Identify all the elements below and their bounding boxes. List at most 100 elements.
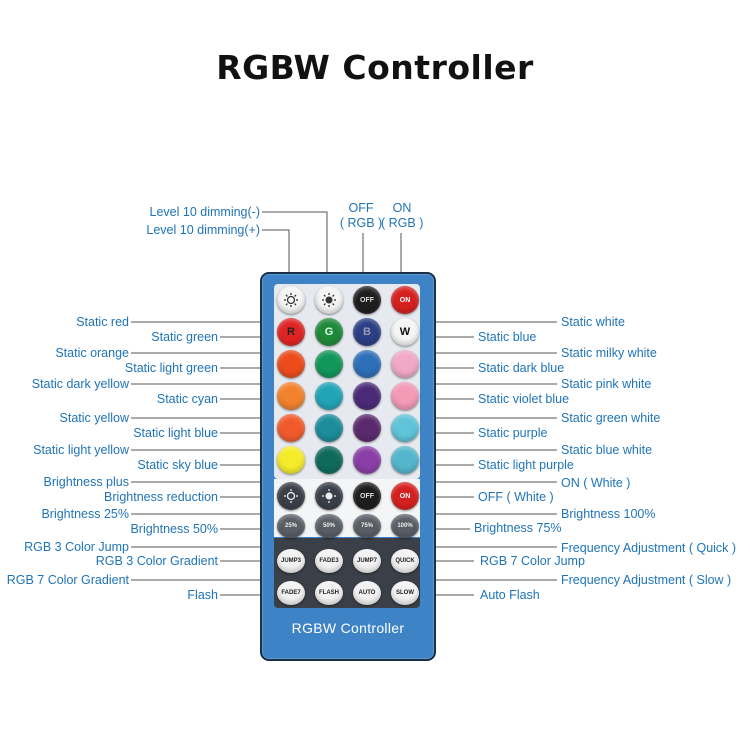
static-sky-blue-button[interactable]	[315, 446, 343, 474]
label-freq-quick: Frequency Adjustment ( Quick )	[561, 541, 737, 555]
static-light-yellow-button[interactable]	[277, 446, 305, 474]
static-red-button[interactable]: R	[277, 318, 305, 346]
label-rgb3-gradient: RGB 3 Color Gradient	[95, 554, 218, 568]
brightness-100-button-label: 100%	[397, 523, 413, 529]
brightness-50-button-label: 50%	[322, 523, 335, 529]
static-orange-button[interactable]	[277, 350, 305, 378]
jump7-button-label: JUMP7	[356, 558, 377, 564]
label-static-violet-blue: Static violet blue	[478, 392, 570, 406]
on-rgb-button[interactable]: ON	[391, 286, 419, 314]
off-rgb-button[interactable]: OFF	[353, 286, 381, 314]
static-light-green-button[interactable]	[315, 350, 343, 378]
static-green-button-label: G	[324, 326, 334, 338]
static-green-white-button[interactable]	[391, 414, 419, 442]
auto-button-label: AUTO	[358, 590, 376, 596]
jump7-button[interactable]: JUMP7	[353, 549, 381, 573]
label-static-blue-white: Static blue white	[561, 443, 653, 457]
brightness-reduction-button[interactable]	[315, 482, 343, 510]
brightness-plus-button[interactable]	[277, 482, 305, 510]
sun-plus-icon	[284, 489, 298, 503]
jump3-button[interactable]: JUMP3	[277, 549, 305, 573]
label-dim-minus: Level 10 dimming(-)	[149, 205, 260, 219]
label-static-white: Static white	[561, 315, 625, 329]
label-static-light-yellow: Static light yellow	[33, 443, 129, 457]
label-static-red: Static red	[76, 315, 129, 329]
static-pink-white-button[interactable]	[391, 382, 419, 410]
label-static-green-white: Static green white	[561, 411, 661, 425]
static-white-button-label: W	[399, 326, 411, 338]
quick-button[interactable]: QUICK	[391, 549, 419, 573]
static-green-button[interactable]: G	[315, 318, 343, 346]
on-white-button-label: ON	[399, 492, 411, 500]
label-static-light-green: Static light green	[124, 361, 218, 375]
brightness-100-button[interactable]: 100%	[391, 514, 419, 538]
on-rgb-button-label: ON	[399, 296, 411, 304]
static-white-button[interactable]: W	[391, 318, 419, 346]
label-rgb7-gradient: RGB 7 Color Gradient	[6, 573, 129, 587]
static-light-purple-button[interactable]	[353, 446, 381, 474]
static-milky-white-button[interactable]	[391, 350, 419, 378]
label-static-yellow: Static yellow	[59, 411, 129, 425]
label-rgb7-jump: RGB 7 Color Jump	[480, 554, 585, 568]
auto-button[interactable]: AUTO	[353, 581, 381, 605]
off-white-button-label: OFF	[360, 492, 374, 500]
static-blue-white-button[interactable]	[391, 446, 419, 474]
label-brightness-50: Brightness 50%	[130, 522, 218, 536]
fade3-button[interactable]: FADE3	[315, 549, 343, 573]
static-blue-button-label: B	[363, 326, 371, 338]
label-static-light-purple: Static light purple	[478, 458, 574, 472]
sun-minus-icon	[322, 293, 336, 307]
label-freq-slow: Frequency Adjustment ( Slow )	[561, 573, 732, 587]
fade7-button-label: FADE7	[281, 590, 301, 596]
label-off-white: OFF ( White )	[478, 490, 554, 504]
label-brightness-reduction: Brightness reduction	[104, 490, 218, 504]
static-yellow-button[interactable]	[277, 414, 305, 442]
static-dark-blue-button[interactable]	[353, 350, 381, 378]
brightness-50-button[interactable]: 50%	[315, 514, 343, 538]
label-static-dark-yellow: Static dark yellow	[31, 377, 129, 391]
dim-minus-button[interactable]	[315, 286, 343, 314]
jump3-button-label: JUMP3	[280, 558, 301, 564]
remote-color-panel	[274, 284, 420, 479]
remote-brand-label: RGBW Controller	[291, 620, 405, 636]
static-blue-button[interactable]: B	[353, 318, 381, 346]
remote-control: OFF ON R G B W OFF	[260, 272, 436, 661]
label-static-pink-white: Static pink white	[561, 377, 652, 391]
slow-button-label: SLOW	[396, 590, 414, 596]
label-dim-plus: Level 10 dimming(+)	[146, 223, 260, 237]
label-brightness-25: Brightness 25%	[41, 507, 129, 521]
off-rgb-button-label: OFF	[360, 296, 374, 304]
label-brightness-75: Brightness 75%	[474, 521, 562, 535]
dim-plus-button[interactable]	[277, 286, 305, 314]
brightness-75-button[interactable]: 75%	[353, 514, 381, 538]
label-brightness-plus: Brightness plus	[43, 475, 129, 489]
quick-button-label: QUICK	[395, 558, 415, 564]
sun-plus-icon	[284, 293, 298, 307]
page-title: RGBW Controller	[216, 48, 534, 87]
off-white-button[interactable]: OFF	[353, 482, 381, 510]
label-static-blue: Static blue	[478, 330, 537, 344]
leader-dim-plus	[262, 229, 290, 283]
label-rgb3-jump: RGB 3 Color Jump	[24, 540, 129, 554]
label-static-dark-blue: Static dark blue	[478, 361, 565, 375]
brightness-25-button[interactable]: 25%	[277, 514, 305, 538]
label-static-green: Static green	[151, 330, 218, 344]
static-dark-yellow-button[interactable]	[277, 382, 305, 410]
static-red-button-label: R	[287, 326, 295, 338]
label-static-sky-blue: Static sky blue	[137, 458, 218, 472]
static-light-blue-button[interactable]	[315, 414, 343, 442]
label-brightness-100: Brightness 100%	[561, 507, 656, 521]
label-flash: Flash	[187, 588, 218, 602]
label-static-purple: Static purple	[478, 426, 548, 440]
slow-button[interactable]: SLOW	[391, 581, 419, 605]
leader-dim-minus	[262, 211, 328, 283]
flash-button[interactable]: FLASH	[315, 581, 343, 605]
label-static-milky-white: Static milky white	[561, 346, 657, 360]
static-violet-blue-button[interactable]	[353, 382, 381, 410]
static-purple-button[interactable]	[353, 414, 381, 442]
fade7-button[interactable]: FADE7	[277, 581, 305, 605]
sun-minus-icon	[322, 489, 336, 503]
on-white-button[interactable]: ON	[391, 482, 419, 510]
label-on-white: ON ( White )	[561, 476, 631, 490]
static-cyan-button[interactable]	[315, 382, 343, 410]
